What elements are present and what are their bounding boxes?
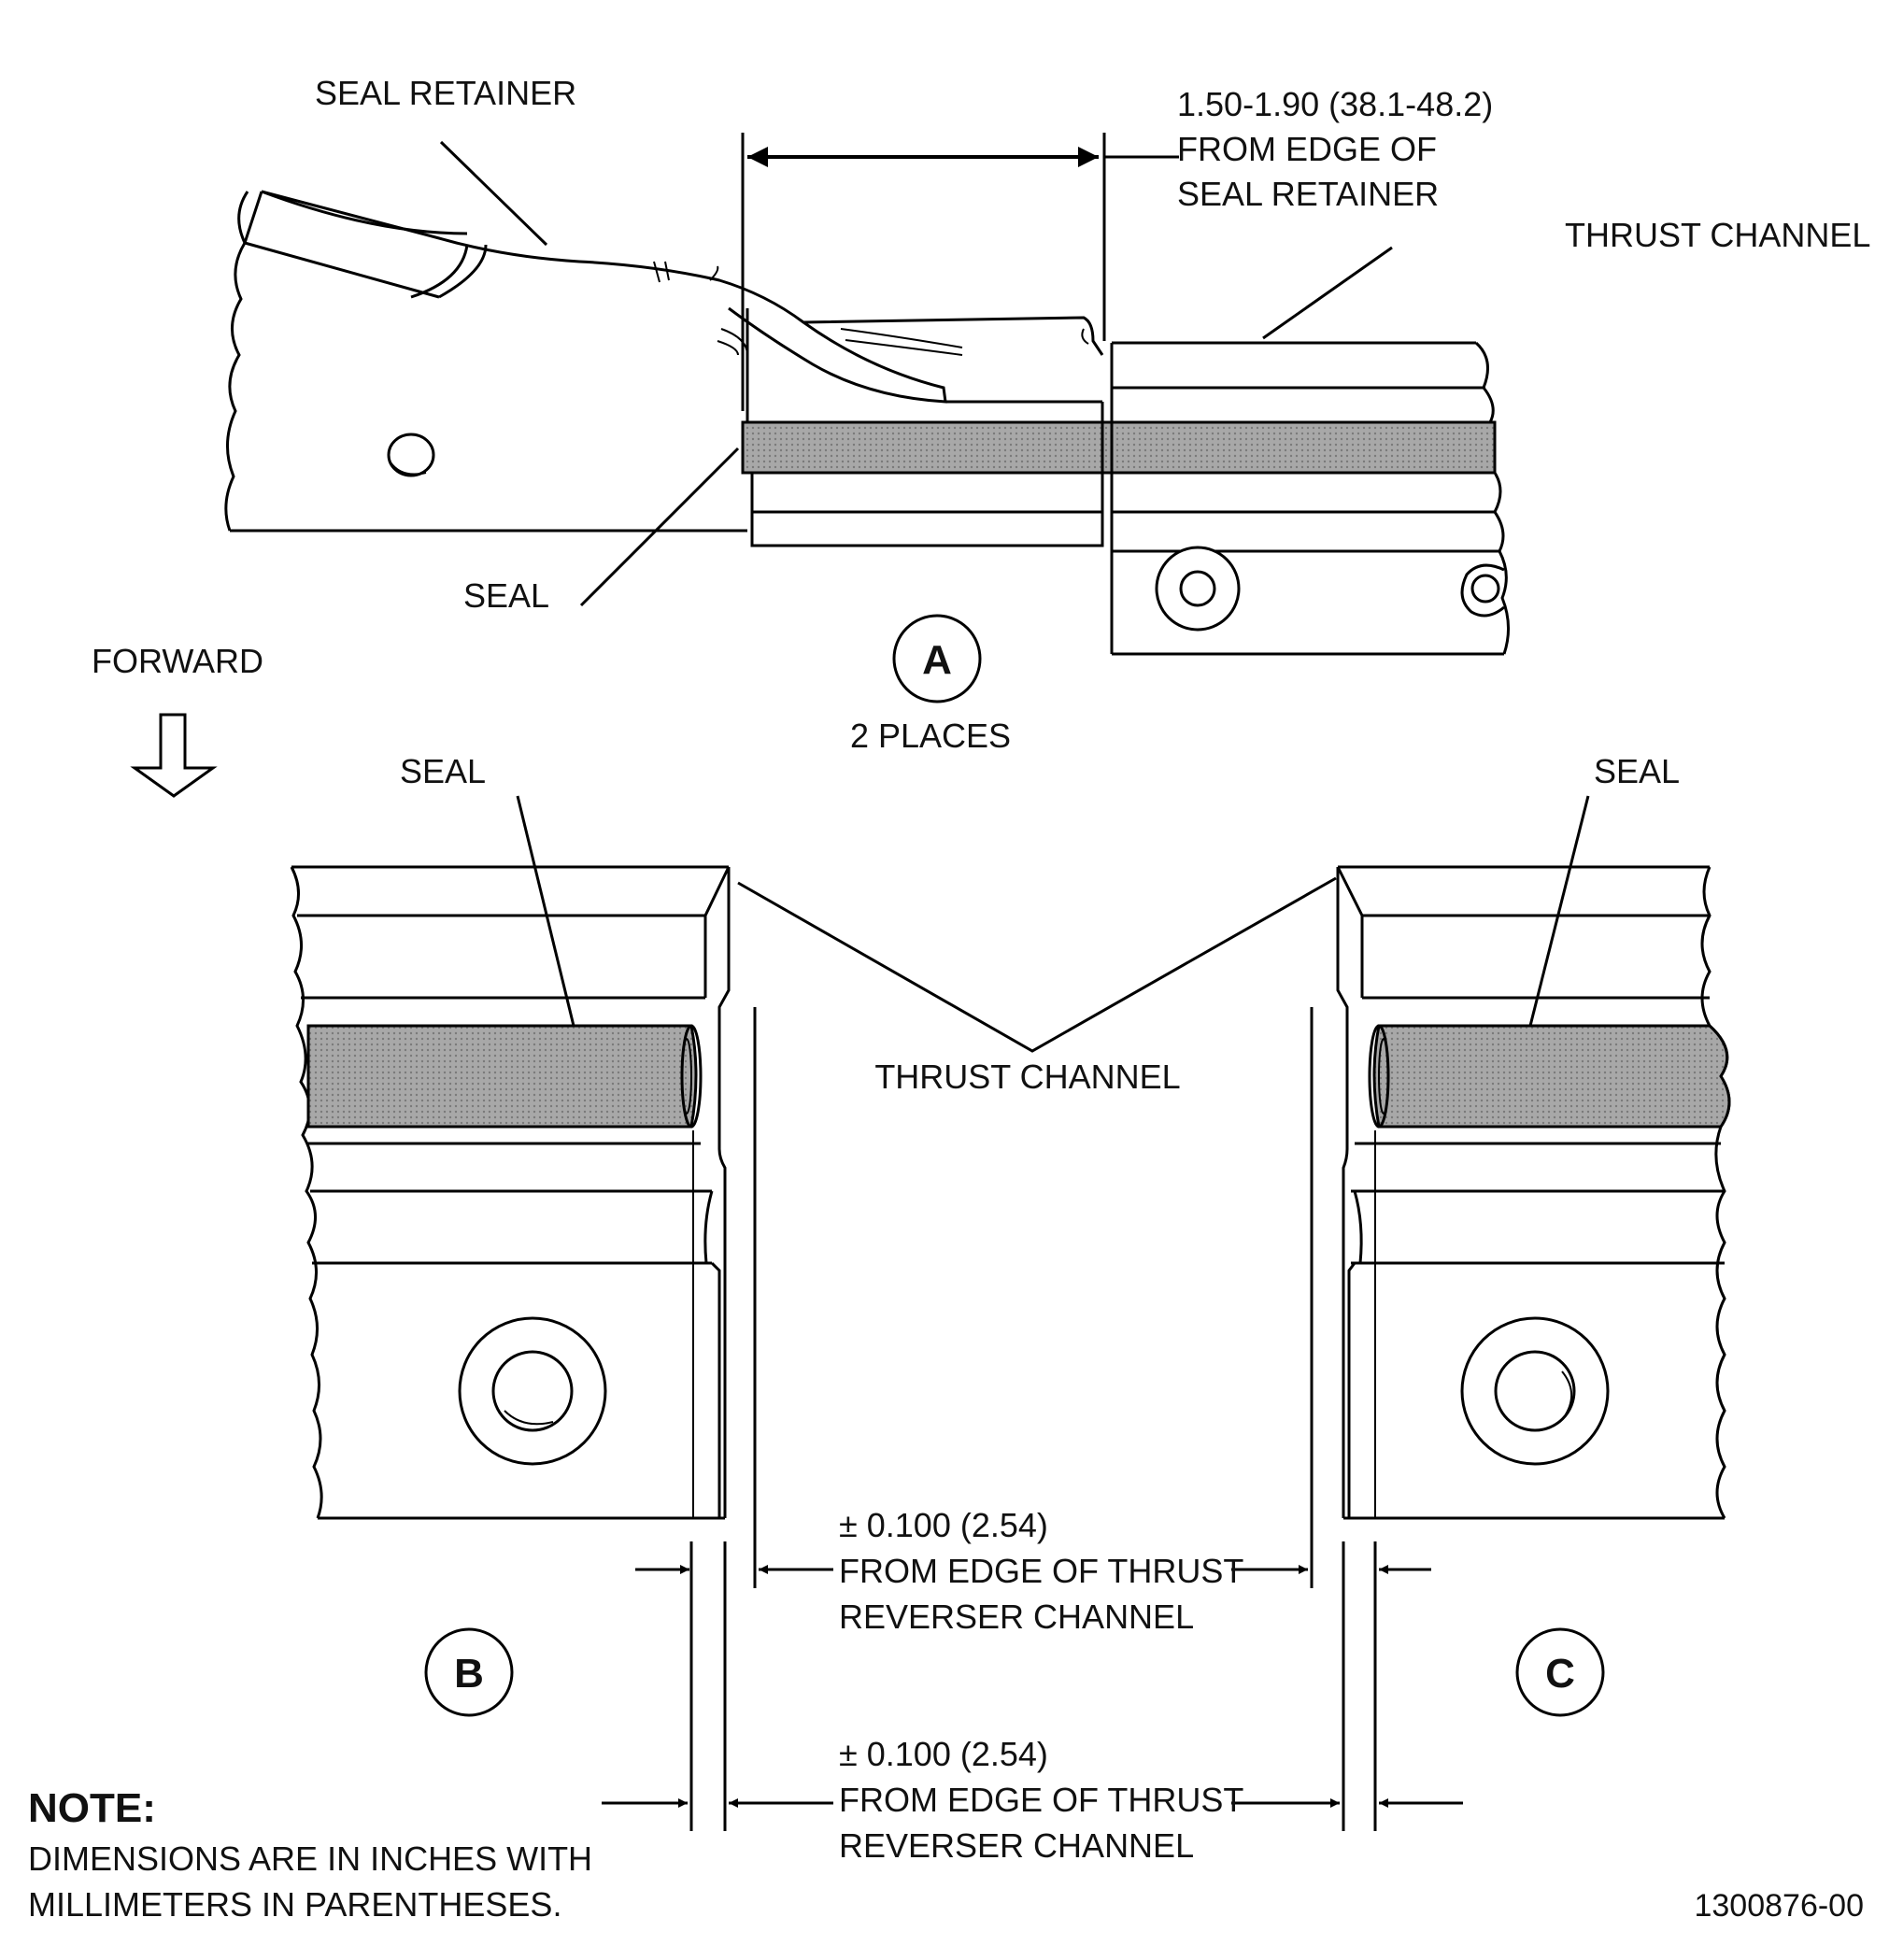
thrust-channel-mid-label: THRUST CHANNEL (874, 1058, 1180, 1096)
tol-upper-line2: FROM EDGE OF THRUST (839, 1552, 1243, 1590)
seal-a-label: SEAL (463, 576, 549, 615)
seal-a-leader (579, 447, 740, 607)
tol-lower-line2: FROM EDGE OF THRUST (839, 1781, 1243, 1819)
detail-a-letter: A (922, 637, 952, 683)
dimension-a-line3: SEAL RETAINER (1177, 175, 1439, 213)
forward-label: FORWARD (92, 642, 263, 680)
tol-upper-value: ± 0.100 (2.54) (839, 1506, 1048, 1544)
dimension-a-line2: FROM EDGE OF (1177, 130, 1437, 168)
seal-c-label: SEAL (1594, 752, 1680, 790)
detail-b-drawing (290, 865, 731, 1520)
figure-id: 1300876-00 (1694, 1888, 1864, 1924)
detail-a-callout-icon (892, 614, 982, 703)
forward-arrow-icon (130, 713, 218, 798)
thrust-channel-top-label: THRUST CHANNEL (1565, 216, 1870, 254)
seal-c-leader (1528, 795, 1590, 1027)
note-line1: DIMENSIONS ARE IN INCHES WITH (28, 1839, 592, 1878)
detail-a-places: 2 PLACES (850, 717, 1011, 755)
detail-c-drawing (1336, 865, 1731, 1520)
seal-b-label: SEAL (400, 752, 486, 790)
detail-b-callout-icon (424, 1627, 514, 1717)
tol-lower-line3: REVERSER CHANNEL (839, 1826, 1194, 1865)
seal-b-leader (516, 795, 575, 1027)
note-line2: MILLIMETERS IN PARENTHESES. (28, 1885, 561, 1924)
detail-c-letter: C (1545, 1651, 1575, 1697)
detail-c-callout-icon (1515, 1627, 1605, 1717)
seal-retainer-label: SEAL RETAINER (315, 74, 576, 112)
detail-b-letter: B (454, 1651, 484, 1697)
dimension-a-value: 1.50-1.90 (38.1-48.2) (1177, 85, 1493, 123)
note-heading: NOTE: (28, 1785, 156, 1831)
seal-retainer-leader (439, 140, 548, 247)
detail-a-drawing (224, 133, 1510, 656)
thrust-channel-top-leader (1262, 246, 1393, 340)
tol-upper-line3: REVERSER CHANNEL (839, 1598, 1194, 1636)
tol-lower-value: ± 0.100 (2.54) (839, 1735, 1048, 1773)
thrust-channel-mid-leader (737, 876, 1337, 1053)
